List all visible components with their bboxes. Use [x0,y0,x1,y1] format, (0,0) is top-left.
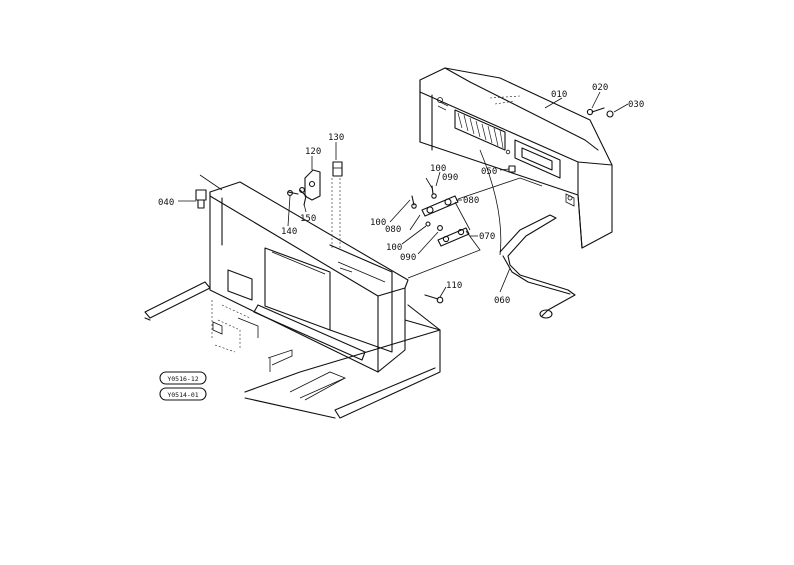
callout-020: 020 [592,83,608,93]
callout-050: 050 [481,167,497,177]
callout-080-lower: 080 [385,225,401,235]
callout-090-upper: 090 [442,173,458,183]
hinge-parts [195,107,614,304]
callout-100-bottom: 100 [386,243,402,253]
callout-010: 010 [551,90,567,100]
callout-110: 110 [446,281,462,291]
callout-labels: 010 020 030 040 050 060 070 080 080 090 … [158,83,644,306]
callout-120: 120 [305,147,321,157]
stamp-top-frame [159,371,207,385]
wire-harness [499,214,576,319]
dash-panel-assembly [144,178,441,419]
callout-090-lower: 090 [400,253,416,263]
stamp-bottom-frame [159,387,207,401]
callout-070: 070 [479,232,495,242]
stamp-bottom: Y0514-01 [167,391,198,399]
hood-cover [419,67,613,249]
callout-030: 030 [628,100,644,110]
reference-stamps: Y0516-12 Y0514-01 [159,371,207,401]
stamp-top: Y0516-12 [167,375,198,383]
callout-100-top: 100 [430,164,446,174]
callout-040: 040 [158,198,174,208]
callout-060: 060 [494,296,510,306]
callout-140: 140 [281,227,297,237]
callout-150: 150 [300,214,316,224]
callout-080-upper: 080 [463,196,479,206]
callout-130: 130 [328,133,344,143]
callout-leaders [178,91,629,298]
callout-100-left: 100 [370,218,386,228]
